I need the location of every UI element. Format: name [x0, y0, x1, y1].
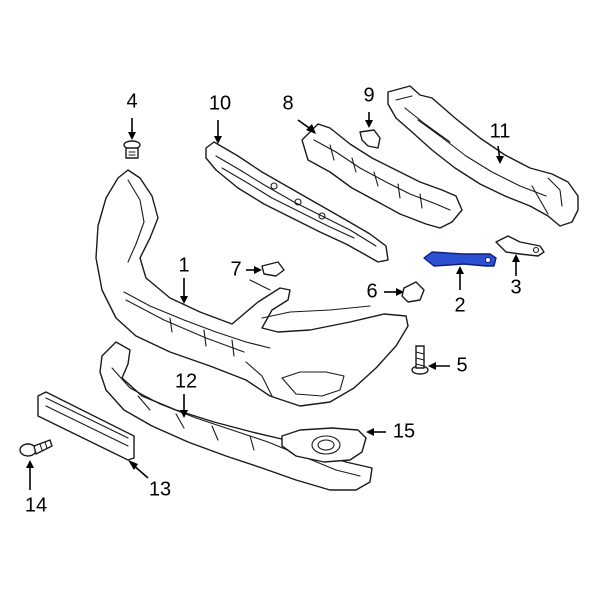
leader-arrows — [26, 112, 520, 490]
callout-3: 3 — [510, 276, 521, 298]
callout-11: 11 — [490, 120, 511, 142]
part-4-bolt[interactable] — [123, 140, 141, 159]
callout-labels: 1 2 3 4 5 6 7 8 9 10 11 12 13 14 15 — [25, 84, 522, 516]
part-14-bolt[interactable] — [19, 439, 53, 457]
callout-6: 6 — [366, 280, 377, 302]
part-8-energy-absorber[interactable] — [301, 123, 463, 229]
callout-9: 9 — [363, 84, 374, 106]
part-11-reinforcement-beam[interactable] — [387, 85, 579, 227]
part-10-upper-bracket[interactable] — [205, 141, 389, 263]
part-1-bumper-cover[interactable] — [95, 169, 409, 407]
part-13-license-bracket[interactable] — [37, 391, 135, 461]
part-5-bolt[interactable] — [411, 345, 429, 375]
callout-15: 15 — [393, 420, 415, 442]
callout-13: 13 — [149, 478, 171, 500]
callout-4: 4 — [126, 90, 137, 112]
callout-12: 12 — [175, 370, 197, 392]
callout-10: 10 — [209, 92, 231, 114]
callout-2: 2 — [454, 294, 465, 316]
callout-14: 14 — [25, 494, 47, 516]
part-9-clip[interactable] — [359, 129, 381, 149]
part-7-clip[interactable] — [261, 261, 285, 277]
callout-7: 7 — [230, 258, 241, 280]
part-15-fog-lamp-bezel[interactable] — [281, 427, 367, 463]
callout-1: 1 — [178, 254, 189, 276]
part-6-retainer[interactable] — [401, 281, 425, 303]
part-3-side-bracket[interactable] — [495, 235, 545, 257]
callout-5: 5 — [456, 354, 467, 376]
part-2-bracket-highlighted[interactable] — [423, 251, 497, 267]
callout-8: 8 — [282, 92, 293, 114]
